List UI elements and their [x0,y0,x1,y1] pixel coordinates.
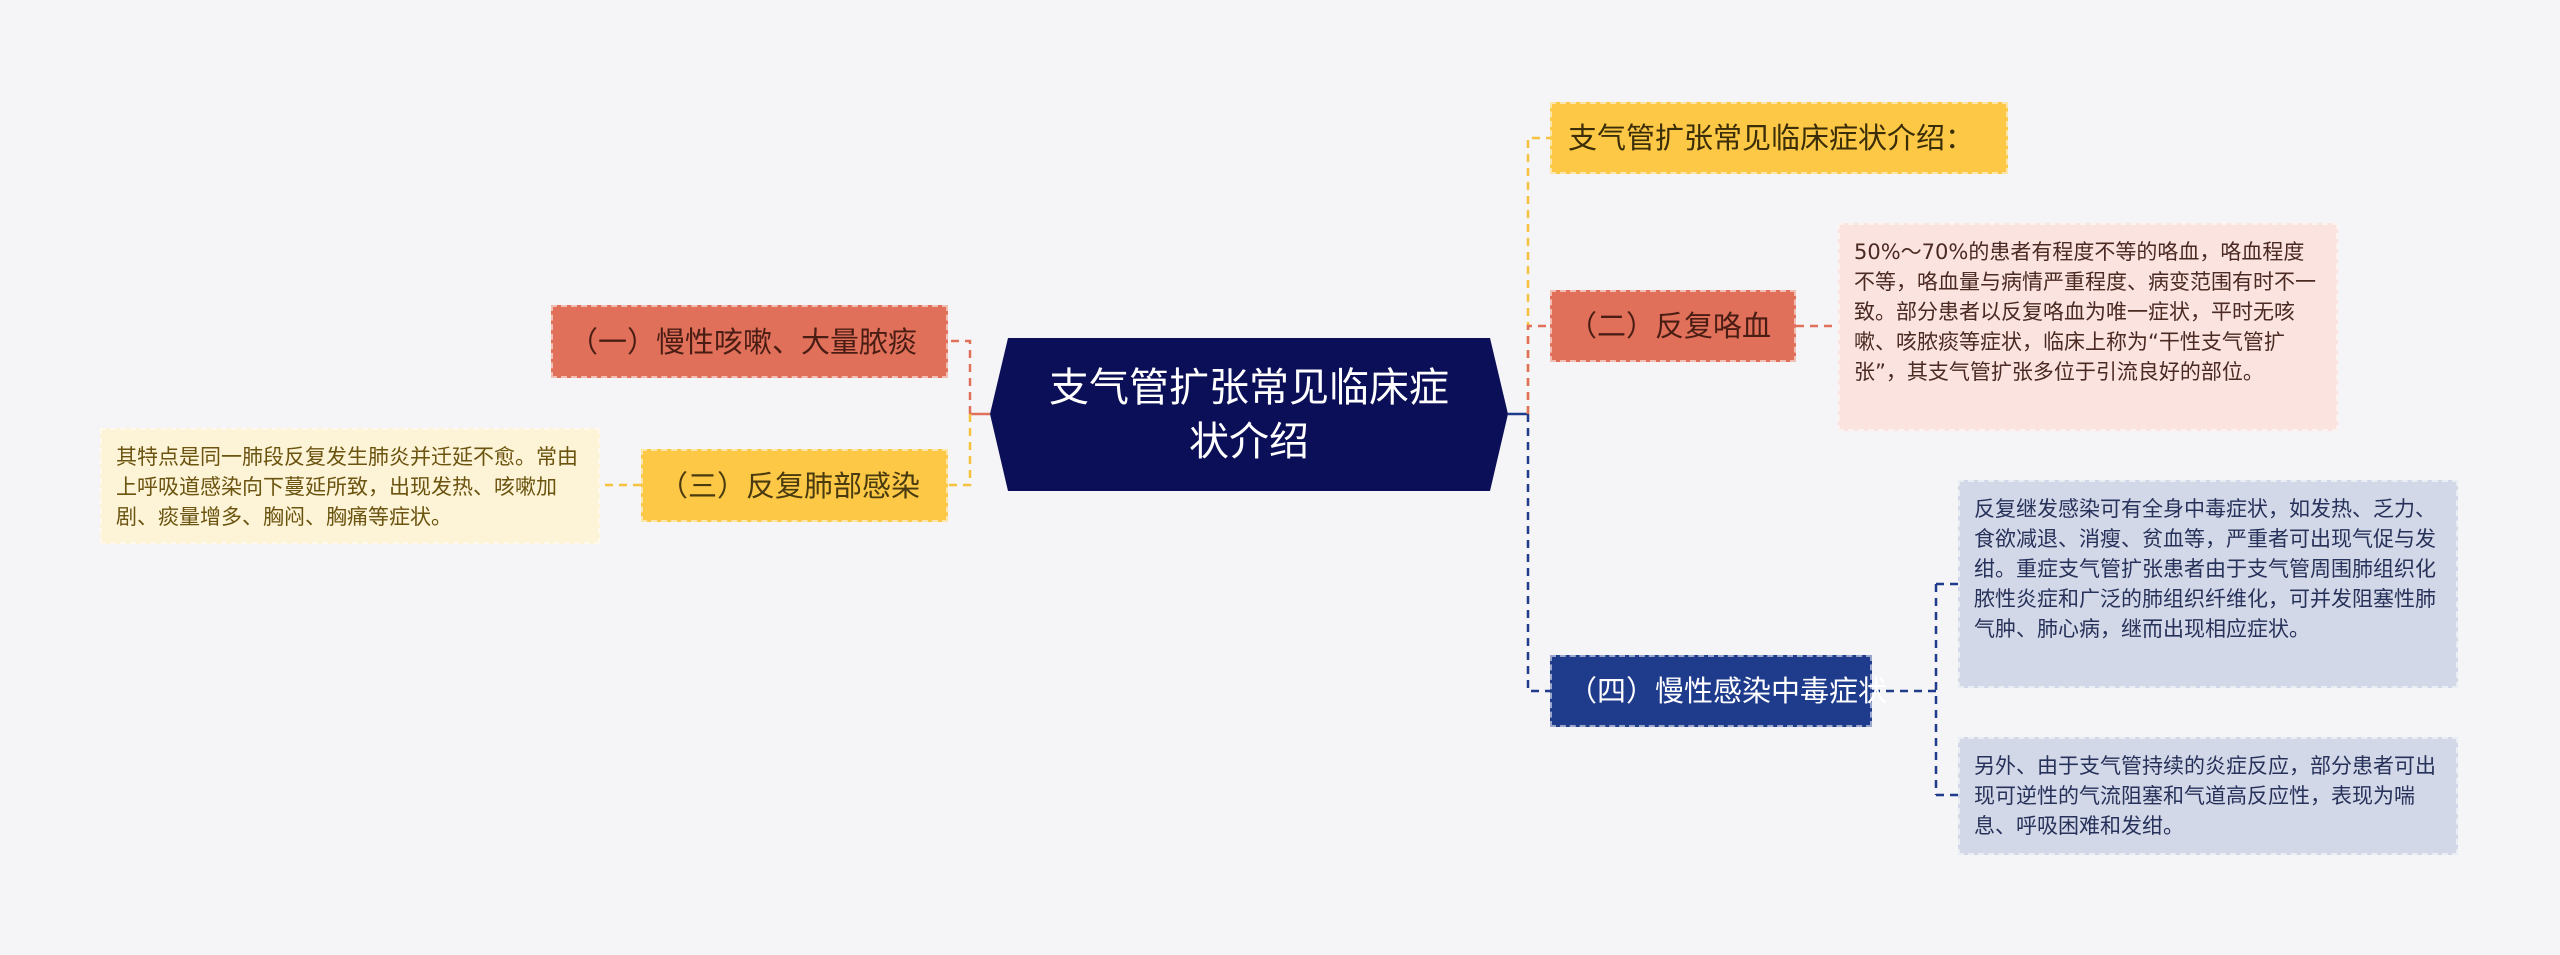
connector-to-cough [948,339,972,414]
description-text: 50%～70%的患者有程度不等的咯血，咯血程度不等，咯血量与病情严重程度、病变范… [1854,240,2316,384]
branch-intro[interactable]: 支气管扩张常见临床症状介绍： [1550,102,2008,174]
branch-label: （二）反复咯血 [1568,309,1772,343]
branch-chronic-toxemia[interactable]: （四）慢性感染中毒症状 [1550,655,1887,727]
hemoptysis-description[interactable]: 50%～70%的患者有程度不等的咯血，咯血程度不等，咯血量与病情严重程度、病变范… [1838,223,2338,431]
branch-label: （三）反复肺部感染 [659,468,921,503]
toxemia-description-2[interactable]: 另外、由于支气管持续的炎症反应，部分患者可出现可逆性的气流阻塞和气道高反应性，表… [1958,737,2458,855]
description-text: 另外、由于支气管持续的炎症反应，部分患者可出现可逆性的气流阻塞和气道高反应性，表… [1974,754,2436,838]
branch-label: （四）慢性感染中毒症状 [1568,674,1888,708]
branch-chronic-cough[interactable]: （一）慢性咳嗽、大量脓痰 [551,305,948,378]
root-title: 支气管扩张常见临床症状介绍 [1049,364,1449,465]
description-text: 其特点是同一肺段反复发生肺炎并迁延不愈。常由上呼吸道感染向下蔓延所致，出现发热、… [116,445,578,529]
connector-to-hemoptysis [1526,324,1550,414]
branch-hemoptysis[interactable]: （二）反复咯血 [1550,290,1796,362]
description-text: 反复继发感染可有全身中毒症状，如发热、乏力、食欲减退、消瘦、贫血等，严重者可出现… [1974,497,2436,641]
branch-label: （一）慢性咳嗽、大量脓痰 [569,324,918,359]
branch-label: 支气管扩张常见临床症状介绍： [1568,121,1975,155]
toxemia-description-1[interactable]: 反复继发感染可有全身中毒症状，如发热、乏力、食欲减退、消瘦、贫血等，严重者可出现… [1958,480,2458,688]
root-hexagon-shape [990,338,1508,491]
connector-to-infection [948,414,972,487]
recurrent-infection-description[interactable]: 其特点是同一肺段反复发生肺炎并迁延不愈。常由上呼吸道感染向下蔓延所致，出现发热、… [100,428,600,544]
connector-to-toxemia [1526,414,1550,693]
branch-recurrent-infection[interactable]: （三）反复肺部感染 [641,449,948,522]
connector-toxemia-descs [1872,582,1958,797]
root-topic[interactable]: 支气管扩张常见临床症状介绍 [990,338,1508,491]
connector-to-intro [1526,136,1550,414]
